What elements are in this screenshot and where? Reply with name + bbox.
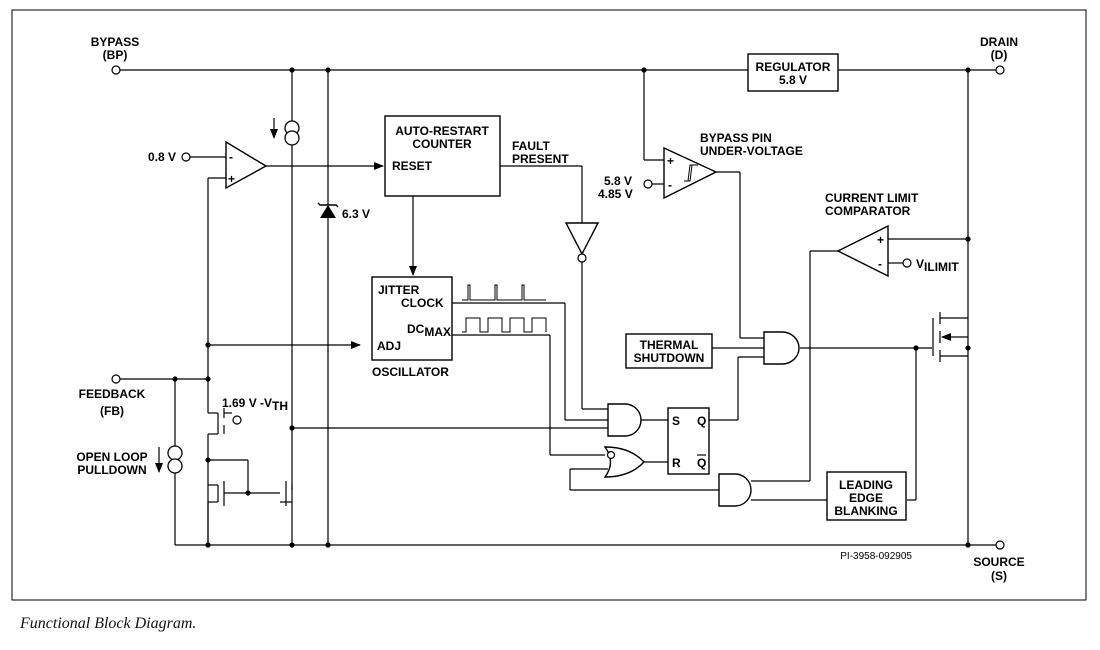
- thermal-shutdown-block: [625, 333, 713, 369]
- bypass-pin-abbr: (BP): [103, 48, 128, 62]
- bypass-pin: [111, 65, 121, 75]
- functional-block-diagram: BYPASS (BP) DRAIN (D) FEEDBACK (FB) SOUR…: [11, 9, 1087, 601]
- dcmax-label: DCMAX: [407, 322, 451, 339]
- counter-label: COUNTER: [412, 137, 472, 151]
- uv-minus: -: [668, 178, 672, 192]
- feedback-pin-label: FEEDBACK: [79, 387, 146, 401]
- blanking-label: BLANKING: [834, 504, 897, 518]
- leading-label: LEADING: [839, 478, 893, 492]
- edge-label: EDGE: [849, 491, 883, 505]
- bypass-pin-label: BYPASS: [91, 35, 139, 49]
- current-limit-label-2: COMPARATOR: [825, 204, 911, 218]
- dcmax-waveform-icon: [462, 317, 547, 333]
- adj-label: ADJ: [377, 339, 401, 353]
- thermal-label: THERMAL: [640, 338, 699, 352]
- bypass-uv-label-1: BYPASS PIN: [700, 131, 772, 145]
- reference-voltage: 0.8 V: [148, 150, 176, 164]
- zener-voltage: 6.3 V: [342, 207, 370, 221]
- pulldown-current-source-icon: [167, 445, 183, 461]
- source-pin: [995, 540, 1005, 550]
- drain-pin-abbr: (D): [991, 48, 1008, 62]
- auto-restart-label: AUTO-RESTART: [395, 124, 489, 138]
- uv-low-voltage: 4.85 V: [598, 187, 633, 201]
- oscillator-label: OSCILLATOR: [372, 365, 449, 379]
- regulator-block: [747, 53, 839, 92]
- drain-pin-label: DRAIN: [980, 35, 1018, 49]
- open-loop-label: OPEN LOOP: [76, 450, 147, 464]
- feedback-pin-abbr: (FB): [100, 404, 124, 418]
- shutdown-label: SHUTDOWN: [634, 351, 705, 365]
- fault-label: FAULT: [512, 139, 550, 153]
- bypass-uv-comparator: [663, 146, 718, 200]
- part-code: PI-3958-092905: [840, 551, 912, 562]
- regulator-voltage: 5.8 V: [779, 73, 807, 87]
- figure-caption: Functional Block Diagram.: [20, 615, 197, 632]
- ilimit-plus: +: [877, 233, 884, 247]
- auto-restart-counter-block: [384, 115, 501, 197]
- feedback-pin: [111, 374, 121, 384]
- reset-label: RESET: [392, 159, 433, 173]
- oscillator-block: [371, 276, 453, 361]
- uv-high-voltage: 5.8 V: [604, 174, 632, 188]
- current-limit-label-1: CURRENT LIMIT: [825, 191, 919, 205]
- leading-edge-blanking-block: [826, 471, 907, 521]
- regulator-label: REGULATOR: [756, 60, 831, 74]
- current-limit-comparator: [836, 224, 889, 278]
- vilimit-label: VILIMIT: [916, 257, 959, 274]
- drain-pin: [995, 65, 1005, 75]
- source-pin-abbr: (S): [991, 569, 1007, 583]
- set-and-gate: [607, 403, 642, 437]
- clock-waveform-icon: [462, 284, 546, 301]
- blanking-and-gate: [718, 473, 752, 507]
- diagram-frame: [11, 9, 1087, 601]
- comparator-plus: +: [228, 172, 235, 186]
- jitter-label: JITTER: [378, 283, 420, 297]
- ilimit-minus: -: [878, 257, 882, 271]
- present-label: PRESENT: [512, 152, 569, 166]
- pulldown-label: PULLDOWN: [77, 463, 146, 477]
- fault-inverter: [564, 222, 600, 256]
- bypass-uv-label-2: UNDER-VOLTAGE: [700, 144, 803, 158]
- latch-s-label: S: [672, 414, 680, 428]
- uv-plus: +: [667, 154, 674, 168]
- junction-dots: [172, 67, 971, 548]
- clock-label: CLOCK: [401, 296, 444, 310]
- latch-qbar-label: Q: [697, 456, 706, 470]
- source-pin-label: SOURCE: [973, 555, 1024, 569]
- pin-terminals: [111, 65, 1005, 550]
- sr-latch-block: [667, 407, 710, 475]
- zener-diode-icon: [320, 205, 336, 218]
- latch-q-label: Q: [697, 414, 706, 428]
- feedback-comparator: [225, 140, 268, 190]
- main-and-gate: [763, 331, 800, 365]
- latch-r-label: R: [672, 456, 681, 470]
- threshold-voltage: 1.69 V -VTH: [222, 396, 288, 413]
- comparator-minus: -: [229, 150, 233, 164]
